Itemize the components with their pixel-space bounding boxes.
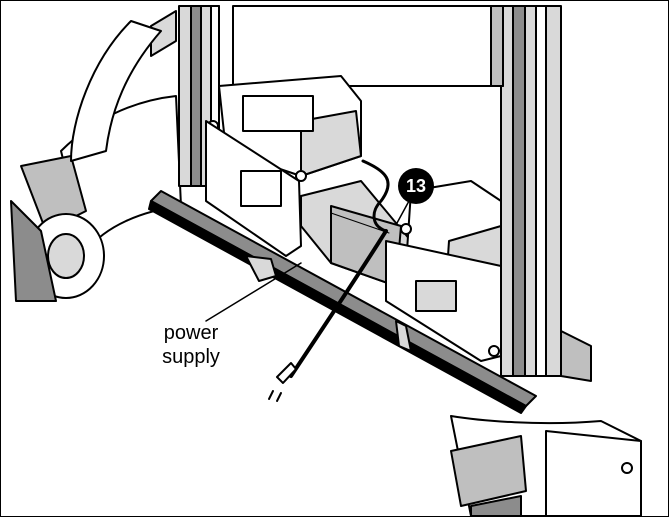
right-mounting-plate <box>385 240 502 362</box>
label-leader-line <box>205 262 302 322</box>
power-cable <box>268 159 390 402</box>
left-mounting-plate <box>205 120 302 257</box>
power-supply-box <box>300 180 412 287</box>
right-column <box>500 5 592 382</box>
label-line-1: power <box>163 322 219 344</box>
base-left-arm <box>70 20 162 162</box>
left-caster-wheel <box>10 10 182 302</box>
label-line-2: supply <box>162 346 220 368</box>
callout-number: 13 <box>406 176 426 196</box>
callout-13: 13 <box>398 168 434 204</box>
right-caster-wheel <box>450 415 642 516</box>
power-supply-label: power supply <box>141 321 241 369</box>
callout-leader-line <box>396 200 410 224</box>
rear-panel <box>232 5 504 87</box>
